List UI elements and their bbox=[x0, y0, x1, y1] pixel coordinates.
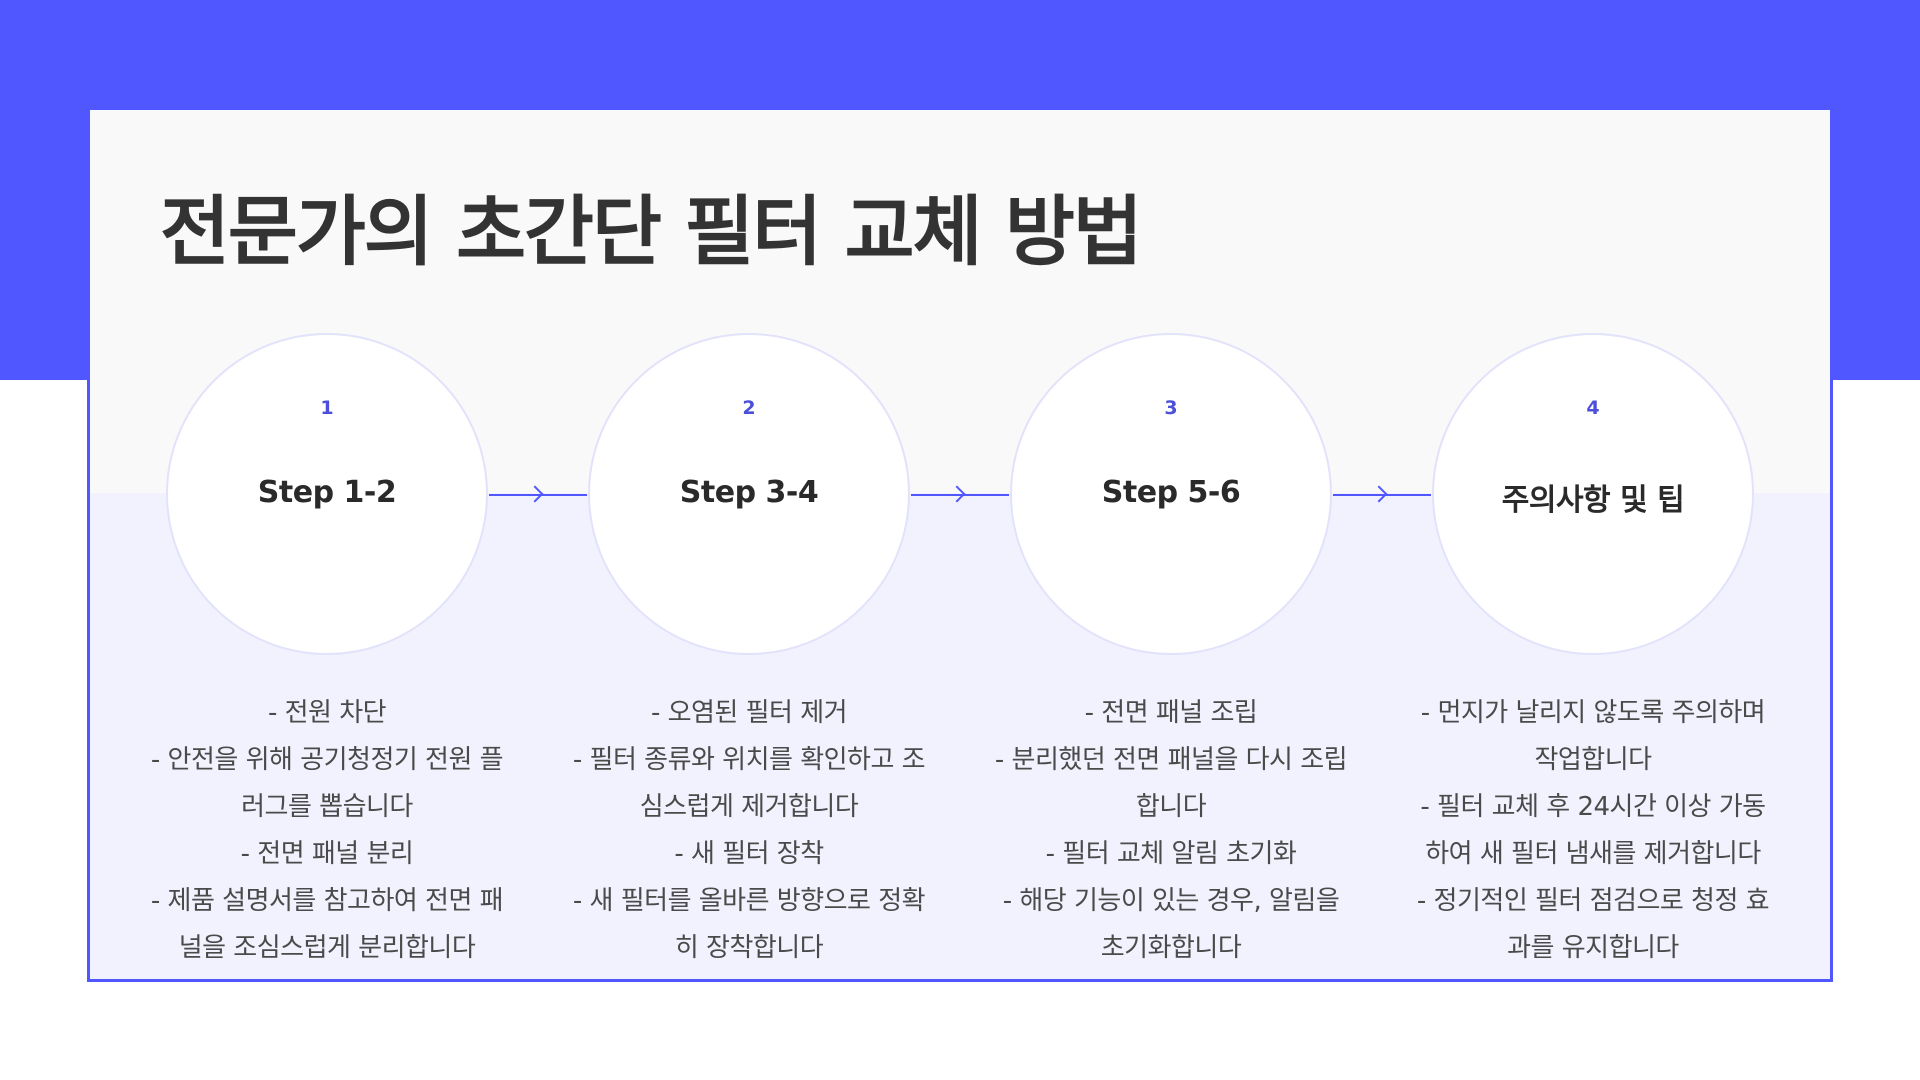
step-number: 3 bbox=[1164, 397, 1178, 419]
step-circle-1: 1 Step 1-2 bbox=[166, 333, 488, 655]
step-description-1: - 전원 차단 - 안전을 위해 공기청정기 전원 플러그를 뽑습니다 - 전면… bbox=[147, 690, 507, 972]
step-desc-line: - 해당 기능이 있는 경우, 알림을 초기화합니다 bbox=[1002, 886, 1340, 963]
step-desc-line: - 전면 패널 조립 bbox=[1084, 698, 1258, 728]
step-connector bbox=[1333, 494, 1431, 496]
step-connector bbox=[911, 494, 1009, 496]
step-desc-line: - 새 필터를 올바른 방향으로 정확히 장착합니다 bbox=[572, 886, 926, 963]
step-label: Step 5-6 bbox=[1101, 475, 1241, 510]
step-desc-line: - 오염된 필터 제거 bbox=[650, 698, 848, 728]
step-desc-line: - 필터 교체 후 24시간 이상 가동하여 새 필터 냄새를 제거합니다 bbox=[1420, 792, 1766, 869]
step-number: 1 bbox=[320, 397, 334, 419]
step-label: Step 1-2 bbox=[257, 475, 397, 510]
step-desc-line: - 안전을 위해 공기청정기 전원 플러그를 뽑습니다 bbox=[150, 745, 504, 822]
step-label: Step 3-4 bbox=[679, 475, 819, 510]
step-number: 4 bbox=[1586, 397, 1600, 419]
step-circle-3: 3 Step 5-6 bbox=[1010, 333, 1332, 655]
step-desc-line: - 정기적인 필터 점검으로 청정 효과를 유지합니다 bbox=[1416, 886, 1770, 963]
step-desc-line: - 새 필터 장착 bbox=[674, 839, 824, 869]
step-desc-line: - 제품 설명서를 참고하여 전면 패널을 조심스럽게 분리합니다 bbox=[150, 886, 504, 963]
step-circle-4: 4 주의사항 및 팁 bbox=[1432, 333, 1754, 655]
step-connector bbox=[489, 494, 587, 496]
step-label: 주의사항 및 팁 bbox=[1501, 483, 1685, 518]
step-description-3: - 전면 패널 조립 - 분리했던 전면 패널을 다시 조립합니다 - 필터 교… bbox=[991, 690, 1351, 972]
step-desc-line: - 필터 교체 알림 초기화 bbox=[1045, 839, 1297, 869]
step-desc-line: - 분리했던 전면 패널을 다시 조립합니다 bbox=[994, 745, 1348, 822]
step-number: 2 bbox=[742, 397, 756, 419]
step-description-2: - 오염된 필터 제거 - 필터 종류와 위치를 확인하고 조심스럽게 제거합니… bbox=[569, 690, 929, 972]
step-circle-2: 2 Step 3-4 bbox=[588, 333, 910, 655]
step-desc-line: - 전원 차단 bbox=[267, 698, 387, 728]
step-desc-line: - 먼지가 날리지 않도록 주의하며 작업합니다 bbox=[1420, 698, 1766, 775]
page-title: 전문가의 초간단 필터 교체 방법 bbox=[160, 187, 1143, 276]
step-description-4: - 먼지가 날리지 않도록 주의하며 작업합니다 - 필터 교체 후 24시간 … bbox=[1413, 690, 1773, 972]
step-desc-line: - 전면 패널 분리 bbox=[240, 839, 414, 869]
step-desc-line: - 필터 종류와 위치를 확인하고 조심스럽게 제거합니다 bbox=[572, 745, 926, 822]
